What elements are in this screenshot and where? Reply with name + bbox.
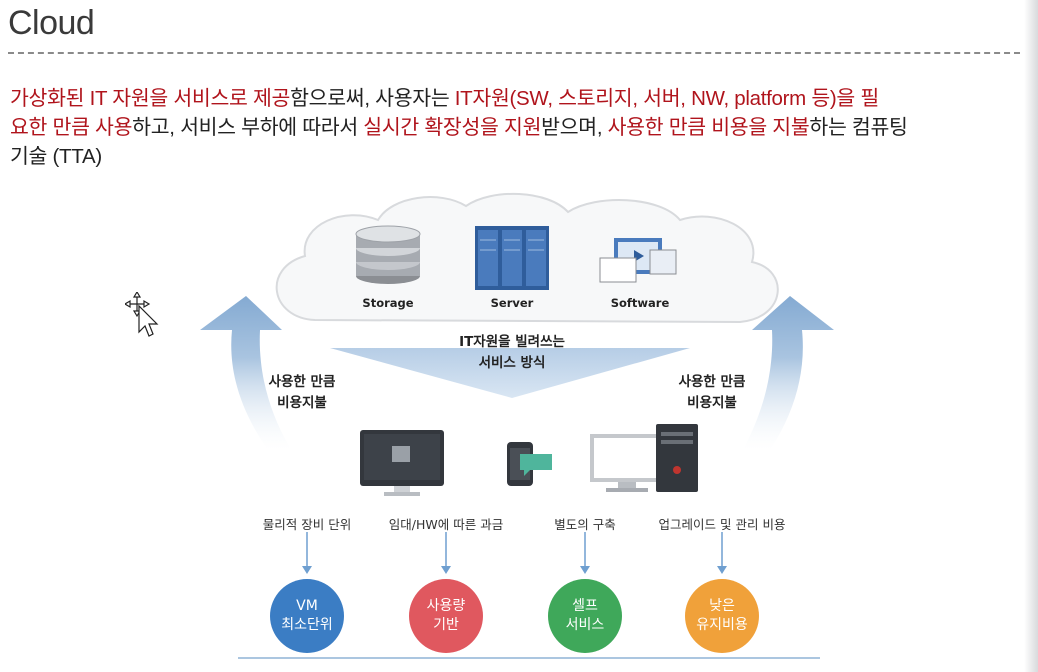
definition-text-3: 받으며, bbox=[541, 116, 608, 139]
circle-self-line1: 셀프 bbox=[572, 598, 598, 614]
center-banner-arrow bbox=[330, 348, 690, 398]
definition-text-2: 하고, 서비스 부하에 따라서 bbox=[132, 116, 364, 139]
center-banner-line1: IT자원을 빌려쓰는 bbox=[459, 333, 565, 350]
circle-vm: VM 최소단위 bbox=[270, 579, 344, 653]
definition-text-4: 하는 컴퓨팅 bbox=[809, 116, 908, 139]
circle-usage-line2: 기반 bbox=[433, 617, 459, 633]
right-label-line2: 비용지불 bbox=[687, 395, 737, 411]
definition-text-1: 함으로써, 사용자는 bbox=[290, 87, 455, 110]
step-label-3: 별도의 구축 bbox=[554, 517, 616, 532]
software-icon bbox=[599, 238, 677, 283]
definition-hl-5: 사용한 만큼 비용을 지불 bbox=[607, 116, 810, 139]
definition-text: 가상화된 IT 자원을 서비스로 제공함으로써, 사용자는 IT자원(SW, 스… bbox=[10, 84, 1025, 171]
circle-usage-line1: 사용량 bbox=[426, 598, 466, 614]
left-up-arrow bbox=[200, 296, 290, 450]
definition-hl-3: 요한 만큼 사용 bbox=[10, 116, 133, 139]
move-cursor-icon bbox=[125, 292, 159, 337]
definition-hl-4: 실시간 확장성을 지원 bbox=[363, 116, 542, 139]
left-label-line1: 사용한 만큼 bbox=[269, 374, 336, 390]
mobile-icon bbox=[507, 442, 552, 486]
circle-usage: 사용량 기반 bbox=[409, 579, 483, 653]
step-label-4: 업그레이드 및 관리 비용 bbox=[658, 517, 786, 532]
title-divider bbox=[8, 52, 1020, 54]
monitor-icon bbox=[360, 430, 444, 496]
server-label: Server bbox=[491, 296, 534, 310]
window-edge-shadow bbox=[1024, 0, 1038, 672]
right-label-line1: 사용한 만큼 bbox=[679, 374, 746, 390]
server-icon bbox=[475, 226, 549, 290]
circle-self-line2: 서비스 bbox=[565, 617, 605, 633]
circle-vm-line2: 최소단위 bbox=[281, 617, 333, 633]
definition-text-5: 기술 (TTA) bbox=[10, 145, 102, 168]
step-label-2: 임대/HW에 따른 과금 bbox=[388, 517, 504, 532]
desktop-tower-icon bbox=[590, 424, 698, 492]
circle-low-cost: 낮은 유지비용 bbox=[685, 579, 759, 653]
storage-label: Storage bbox=[362, 296, 413, 310]
definition-hl-2: IT자원(SW, 스토리지, 서버, NW, platform 등)을 필 bbox=[454, 87, 879, 110]
circle-low-cost-line2: 유지비용 bbox=[696, 617, 748, 633]
storage-icon bbox=[355, 225, 421, 284]
circle-low-cost-line1: 낮은 bbox=[709, 598, 735, 614]
step-label-1: 물리적 장비 단위 bbox=[262, 517, 352, 532]
slide-title: Cloud bbox=[8, 4, 95, 42]
definition-hl-1: 가상화된 IT 자원을 서비스로 제공 bbox=[10, 87, 291, 110]
left-label-line2: 비용지불 bbox=[277, 395, 327, 411]
center-banner-line2: 서비스 방식 bbox=[479, 354, 546, 371]
software-label: Software bbox=[611, 296, 670, 310]
circle-self: 셀프 서비스 bbox=[548, 579, 622, 653]
circle-vm-line1: VM bbox=[296, 598, 318, 614]
right-up-arrow bbox=[744, 296, 834, 450]
step-arrows bbox=[302, 532, 727, 574]
